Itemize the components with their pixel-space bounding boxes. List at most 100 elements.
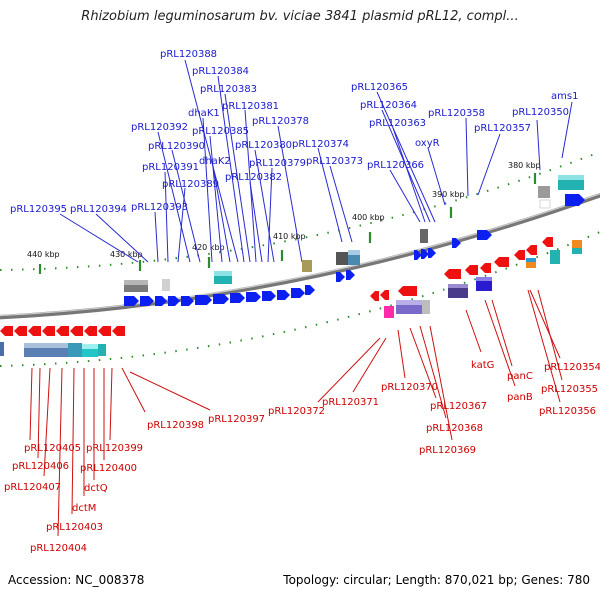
backbone-arc-highlight [0,193,600,317]
gene-label: pRL120395 [10,204,67,215]
forward-gene-arrow [195,295,212,305]
gene-box [538,186,550,198]
reverse-gene-arrow [370,291,379,301]
reverse-gene-arrow [112,326,125,336]
reverse-gene-arrow [494,257,509,267]
gene-box [550,250,560,264]
gene-label: pRL120385 [192,126,249,137]
gene-box [448,284,468,288]
reverse-gene-arrow [526,245,537,255]
gene-label: dctM [72,503,96,514]
gene-label: pRL120399 [86,443,143,454]
gene-label: oxyR [415,138,440,149]
gene-label: pRL120389 [162,179,219,190]
forward-gene-arrow [414,250,422,260]
gene-label: pRL120374 [292,139,349,150]
gene-label: pRL120394 [70,204,127,215]
forward-gene-arrow [452,238,461,248]
gene-label: pRL120367 [430,401,487,412]
gene-box [336,252,348,265]
kbp-label: 410 kbp [273,232,306,241]
gene-box [124,280,148,285]
forward-gene-arrow [305,285,315,295]
gene-box [476,277,492,281]
kbp-label: 440 kbp [27,250,60,259]
inner-tick-ring [0,231,600,367]
forward-feature-track [124,194,585,306]
reverse-gene-arrow [398,286,417,296]
gene-label: pRL120393 [131,202,188,213]
gene-box [162,279,170,291]
gene-label: pRL120380 [235,140,292,151]
reverse-gene-arrow [70,326,83,336]
reverse-gene-arrow [380,290,389,300]
gene-label: pRL120400 [80,463,137,474]
forward-gene-arrow [168,296,180,306]
reverse-gene-arrow [42,326,55,336]
gene-box [24,343,68,348]
reverse-gene-arrow [14,326,27,336]
forward-gene-labels: pRL120395 pRL120394 pRL120393 pRL120391 … [10,49,578,215]
kbp-label: 390 kbp [432,190,465,199]
gene-box [422,300,430,314]
gene-label: pRL120355 [541,384,598,395]
forward-gene-arrow [565,194,585,206]
reverse-gene-arrow [98,326,111,336]
gene-label: pRL120391 [142,162,199,173]
gene-label: pRL120350 [512,107,569,118]
gene-label: pRL120382 [225,172,282,183]
reverse-gene-arrow [542,237,553,247]
reverse-gene-arrow [480,263,491,273]
gene-label: pRL120406 [12,461,69,472]
forward-gene-arrow [346,270,355,280]
gene-label: pRL120364 [360,100,417,111]
forward-gene-arrow [155,296,167,306]
forward-gene-arrow [181,296,194,306]
gene-label: pRL120369 [419,445,476,456]
forward-gene-arrow [262,291,276,301]
forward-gene-arrow [230,293,245,303]
gene-box [396,300,422,305]
reverse-gene-arrow [444,269,461,279]
reverse-gene-labels: pRL120405 pRL120406 pRL120407 pRL120403 … [4,360,600,554]
gene-label: pRL120356 [539,406,596,417]
gene-label: pRL120403 [46,522,103,533]
forward-gene-arrow [246,292,261,302]
kbp-major-ticks [38,173,537,274]
gene-label: pRL120358 [428,108,485,119]
gene-box [214,271,232,276]
gene-box [0,342,4,356]
reverse-feature-track [0,237,553,336]
forward-leader-lines [59,59,573,263]
forward-gene-arrow [291,288,305,298]
gene-label: pRL120381 [222,101,279,112]
gene-label: pRL120378 [252,116,309,127]
gene-box [558,175,584,180]
gene-label: pRL120371 [322,397,379,408]
gene-label: panB [507,392,533,403]
reverse-gene-arrow [28,326,41,336]
gene-label: pRL120354 [544,362,600,373]
kbp-label: 420 kbp [192,243,225,252]
reverse-gene-arrow [465,265,478,275]
accession-label: Accession: NC_008378 [8,573,145,587]
gene-label: pRL120384 [192,66,249,77]
gene-box [420,229,428,243]
reverse-gene-arrow [56,326,69,336]
gene-label: pRL120379 [249,158,306,169]
gene-label: ams1 [551,91,578,102]
gene-label: pRL120383 [200,84,257,95]
gene-label: pRL120407 [4,482,61,493]
gene-label: pRL120390 [148,141,205,152]
gene-box [572,240,582,248]
gene-label: pRL120373 [306,156,363,167]
gene-box [539,199,551,209]
forward-gene-arrow [336,272,345,282]
gene-label: pRL120363 [369,118,426,129]
gene-label: pRL120392 [131,122,188,133]
forward-gene-arrow [213,294,229,304]
forward-shaded-boxes [124,175,584,292]
gene-label: katG [471,360,494,371]
reverse-shaded-boxes [0,240,582,357]
